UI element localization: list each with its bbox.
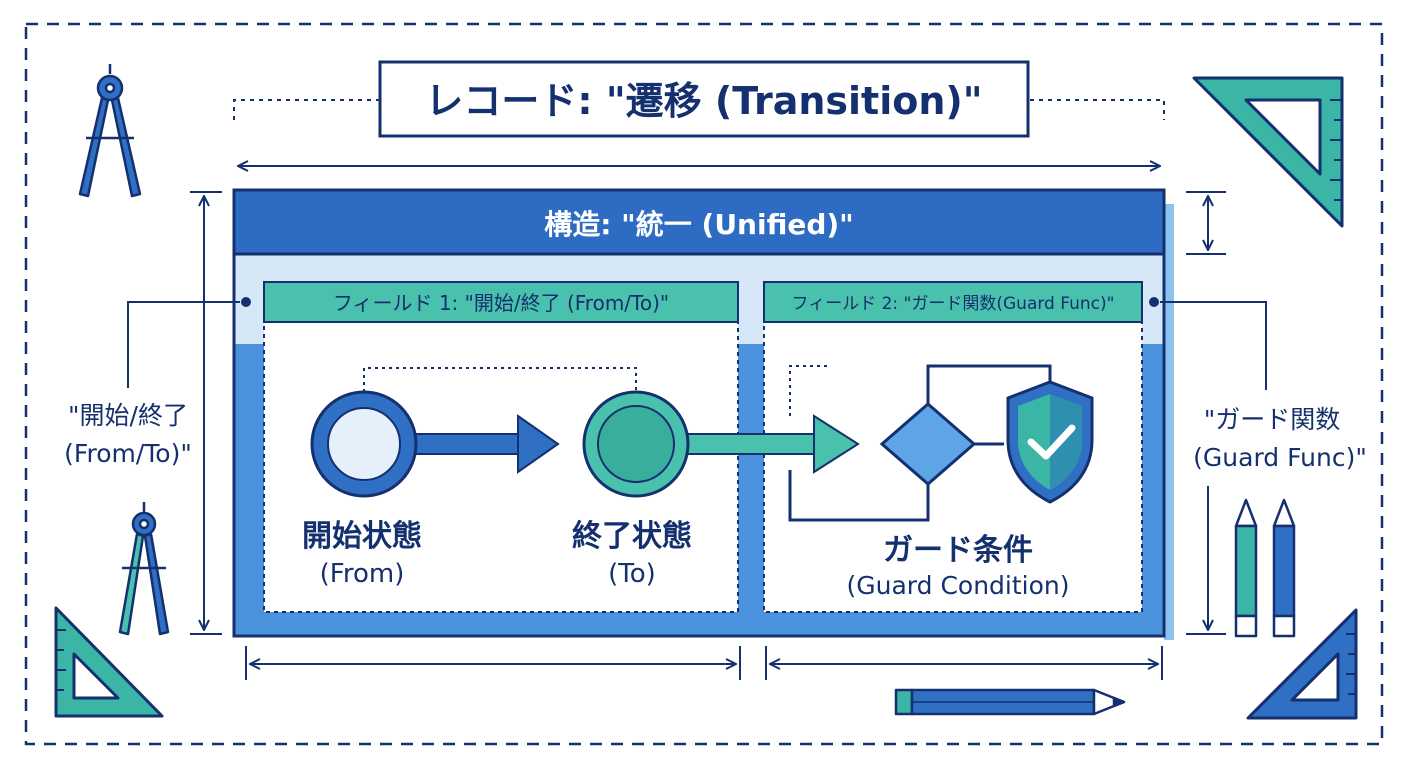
to-guard-arrow [683,414,860,474]
side-right-label-line1: "ガード関数 [1204,405,1341,434]
field2-label: フィールド 2: "ガード関数(Guard Func)" [792,294,1115,314]
guard-decision-diamond [879,402,977,486]
pencil-icon [1272,498,1296,638]
guard-loop [788,364,1052,522]
compass-icon [78,64,142,198]
right-dimension [1160,191,1267,635]
set-square-icon [54,606,164,718]
right-connector-dot [1149,297,1159,307]
from-to-arrow [409,414,560,474]
shield-check-icon [1006,380,1094,504]
structure-header-bar [232,188,1166,256]
side-left-label-line1: "開始/終了 [68,401,188,430]
from-state-sublabel: (From) [320,559,405,589]
left-dimension [127,191,240,635]
outer-dashed-frame [24,22,1384,746]
side-right-label-line2: (Guard Func)" [1193,443,1367,472]
compass-icon [118,502,170,636]
field1-label: フィールド 1: "開始/終了 (From/To)" [333,291,669,315]
title-dimension-lines [233,99,1165,166]
field2-label-bar [763,281,1143,323]
guard-dotted-link [789,365,830,416]
bottom-dimension-arrows [245,646,1163,680]
diagram-title: レコード: "遷移 (Transition)" [425,79,982,123]
set-square-icon [1246,608,1358,720]
title-box [378,60,1030,138]
guard-sublabel: (Guard Condition) [847,571,1070,600]
guard-label: ガード条件 [883,533,1033,568]
side-left-label-line2: (From/To)" [64,439,192,468]
pencil-icon [1234,498,1258,638]
to-state-label: 終了状態 [572,519,692,554]
from-state-label: 開始状態 [302,519,422,554]
left-connector-dot [241,297,251,307]
set-square-icon [1192,76,1344,228]
pencil-icon [894,688,1126,716]
structure-header: 構造: "統一 (Unified)" [544,208,854,241]
to-state-sublabel: (To) [608,559,656,589]
field1-label-bar [263,281,739,323]
